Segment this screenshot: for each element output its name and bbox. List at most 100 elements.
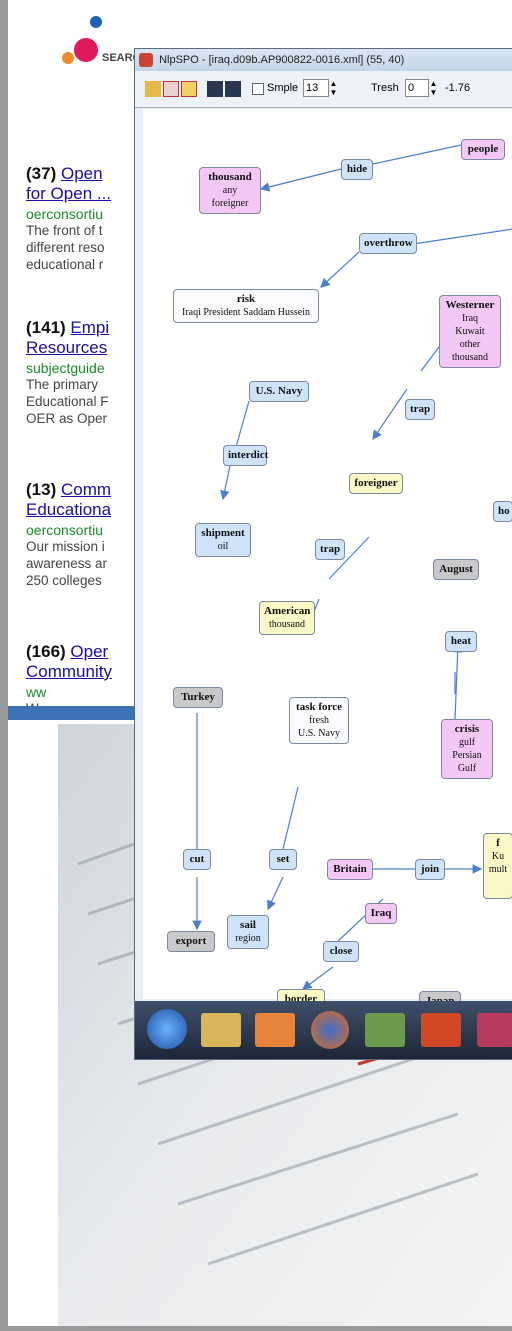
result-url[interactable]: ww [26,684,47,700]
result-snippet-line: awareness ar [26,556,108,571]
result-url[interactable]: subjectguide [26,360,105,376]
edge [412,228,512,245]
pdf-alt-icon[interactable] [181,81,197,97]
result-title-link[interactable]: Comm [60,480,112,499]
edge [302,966,334,990]
node-overthrow[interactable]: overthrow [359,233,417,254]
edge [220,460,232,501]
edge [235,400,250,448]
edge [259,168,342,192]
result-snippet-line: different reso [26,240,105,255]
result-title-link-cont[interactable]: Resources [26,338,108,357]
result-title-link[interactable]: Oper [70,642,109,661]
pdf-icon[interactable] [163,81,179,97]
search-logo: SEARC [52,12,162,72]
simple-spinner-arrows-icon[interactable]: ▲▼ [329,79,338,97]
start-orb-icon[interactable] [147,1009,187,1049]
result-snippet-line: OER as Oper [26,411,108,426]
windows-taskbar [135,1001,512,1059]
page-bar [8,706,138,720]
result-snippet-line: The primary [26,377,99,392]
edge [320,251,360,288]
edge [282,786,299,850]
node-set[interactable]: set [269,849,297,870]
result-title-link-cont[interactable]: Community [26,662,112,681]
app-icon [139,53,153,68]
result-url[interactable]: oerconsortiu [26,522,104,538]
result-number: (13) [26,480,57,499]
edge [372,144,462,165]
tresh-spinner-input[interactable]: 0 [405,79,429,97]
graph-edges [192,144,512,990]
file-explorer-icon[interactable] [201,1013,241,1047]
simple-label: Smple [267,82,299,94]
simple-spinner-input[interactable]: 13 [303,79,329,97]
firefox-icon[interactable] [311,1011,349,1049]
node-turkey[interactable]: Turkey [173,687,223,708]
result-title-link[interactable]: Open [60,164,103,183]
edge [452,642,463,720]
node-export[interactable]: export [167,931,215,952]
node-august[interactable]: August [433,559,479,580]
search-result: (37) Open for Open ... oerconsortiu The … [26,164,326,273]
node-ho[interactable]: ho [493,501,512,522]
node-trap[interactable]: trap [405,399,435,420]
edge [328,536,370,580]
result-snippet-line: Educational F [26,394,109,409]
result-title-link-cont[interactable]: for Open ... [26,184,112,203]
result-title-link[interactable]: Empi [70,318,110,337]
tresh-spinner-arrows-icon[interactable]: ▲▼ [429,79,438,97]
result-snippet-line: educational r [26,257,104,272]
result-url[interactable]: oerconsortiu [26,206,104,222]
nlpspo-window: NlpSPO - [iraq.d09b.AP900822-0016.xml] (… [134,48,512,1060]
app-icon[interactable] [477,1013,512,1047]
logo-dots-icon [62,16,102,64]
toolbar: Smple 13 ▲▼ Tresh 0 ▲▼ -1.76 [135,71,512,108]
node-hide[interactable]: hide [341,159,373,180]
result-number: (141) [26,318,66,337]
powerpoint-icon[interactable] [421,1013,461,1047]
search-result: (141) Empi Resources subjectguide The pr… [26,318,326,427]
result-title-link-cont[interactable]: Educationa [26,500,112,519]
result-snippet-line: The front of t [26,223,103,238]
tresh-readout: -1.76 [445,82,471,94]
node-interdict[interactable]: interdict [223,445,268,466]
node-trap[interactable]: trap [315,539,345,560]
node-foreigner[interactable]: foreigner [349,473,403,494]
result-number: (37) [26,164,57,183]
tresh-label: Tresh [371,82,399,94]
node-britain[interactable]: Britain [327,859,373,880]
search-result: (13) Comm Educationa oerconsortiu Our mi… [26,480,326,589]
node-heat[interactable]: heat [445,631,477,652]
node-people[interactable]: people [461,139,505,160]
node-cut[interactable]: cut [183,849,211,870]
edge [372,388,408,440]
open-folder-icon[interactable] [145,81,161,97]
save-icon[interactable] [207,81,223,97]
node-iraq[interactable]: Iraq [365,903,397,924]
people-icon[interactable] [365,1013,405,1047]
node-us-navy[interactable]: U.S. Navy [249,381,309,402]
search-result: (166) Oper Community ww W [26,642,326,717]
result-snippet-line: Our mission i [26,539,105,554]
logo-text: SEARC [102,52,141,64]
result-snippet-line: 250 colleges [26,573,102,588]
node-join[interactable]: join [415,859,445,880]
window-titlebar[interactable]: NlpSPO - [iraq.d09b.AP900822-0016.xml] (… [135,49,512,71]
edge [267,876,284,911]
simple-checkbox[interactable] [252,83,264,95]
window-title: NlpSPO - [iraq.d09b.AP900822-0016.xml] (… [159,54,405,66]
media-player-icon[interactable] [255,1013,295,1047]
node-close[interactable]: close [323,941,359,962]
save-as-icon[interactable] [225,81,241,97]
